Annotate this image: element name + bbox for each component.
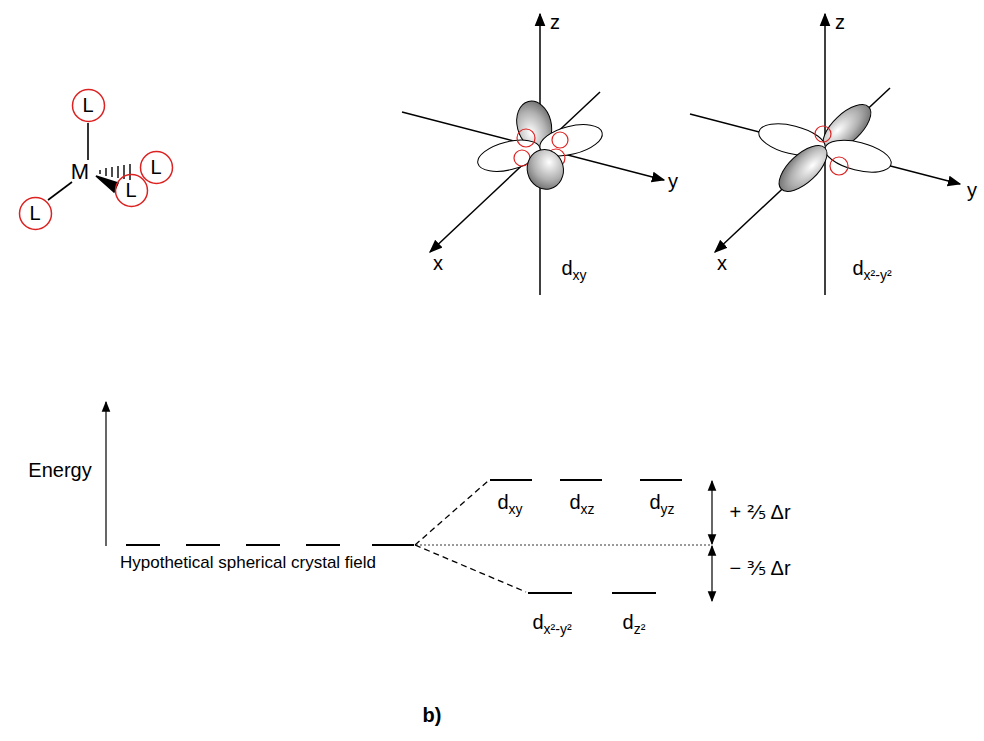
- ligand-circle: L: [71, 88, 106, 123]
- diagram-label: dz²: [623, 611, 646, 633]
- ligand-label: L: [18, 196, 53, 231]
- bond-line: [87, 123, 89, 160]
- diagram-label: + ⅖ Δr: [729, 501, 790, 523]
- axis-title: Energy: [28, 459, 91, 481]
- ligand-label: L: [114, 173, 149, 208]
- ligand-circle-outline: [72, 89, 104, 121]
- splitting-arrow: [711, 481, 712, 544]
- dxy-orbital: [402, 14, 664, 295]
- x-axis: [430, 92, 600, 252]
- ligand-circle-outline: [19, 197, 51, 229]
- diagram-label: z: [835, 11, 845, 33]
- drawn-line: [306, 544, 340, 546]
- shaded-lobe: [772, 138, 835, 199]
- ligand-position: [552, 132, 568, 148]
- drawn-line: [186, 544, 220, 546]
- diagram-label: dxy: [561, 257, 586, 279]
- energy-diagram: [106, 402, 712, 601]
- ligand-circle: L: [18, 196, 53, 231]
- diagram-label: dxy: [497, 491, 522, 513]
- drawn-line: [117, 166, 118, 178]
- diagram-label: dx²-y²: [532, 611, 571, 633]
- correlation-line: [415, 481, 488, 545]
- ligand-label: L: [71, 88, 106, 123]
- diagram-label: dyz: [649, 491, 674, 513]
- drawn-line: [123, 165, 124, 179]
- drawn-line: [490, 479, 532, 481]
- degenerate-levels: [126, 544, 414, 546]
- drawn-line: [612, 592, 656, 594]
- diagram-label: y: [668, 170, 678, 192]
- drawn-line: [99, 170, 100, 174]
- diagram-label: M: [71, 160, 89, 184]
- energy-axis: [105, 402, 106, 546]
- e-levels: [528, 592, 656, 594]
- ligand-position: [815, 126, 831, 142]
- drawn-line: [129, 164, 130, 180]
- hashed-wedge: [100, 164, 130, 180]
- correlation-line: [415, 545, 526, 592]
- diagram-label: x: [433, 252, 443, 274]
- ligand-position: [517, 129, 535, 147]
- white-lobe: [822, 134, 895, 178]
- bond-line: [48, 182, 72, 200]
- drawn-line: [640, 479, 682, 481]
- dx2-y2-orbital: [690, 14, 960, 295]
- drawn-line: [126, 544, 160, 546]
- diagram-label: z: [550, 11, 560, 33]
- drawn-line: [372, 544, 414, 546]
- tetrahedral-bonds: [48, 123, 130, 200]
- drawn-g: [475, 97, 606, 193]
- ligand-circle-outline: [140, 151, 172, 183]
- drawn-line: [111, 167, 112, 177]
- drawn-line: [105, 168, 106, 176]
- diagram-label: Hypothetical spherical crystal field: [120, 554, 376, 573]
- ligand-circle: L: [114, 173, 149, 208]
- diagram-label: y: [967, 179, 977, 201]
- diagram-label: x: [717, 252, 727, 274]
- drawn-line: [528, 592, 572, 594]
- ligand-circle-outline: [115, 174, 147, 206]
- barycenter-line: [416, 545, 712, 546]
- drawn-g: [756, 97, 895, 199]
- diagram-label: dx²-y²: [852, 257, 891, 279]
- splitting-arrow: [711, 546, 712, 601]
- ligand-position: [830, 157, 848, 175]
- panel-letter: b): [423, 704, 442, 726]
- t2-levels: [490, 479, 682, 481]
- drawn-line: [560, 479, 602, 481]
- shaded-lobe: [523, 146, 568, 194]
- drawn-line: [246, 544, 280, 546]
- diagram-label: dxz: [569, 491, 594, 513]
- diagram-label: − ⅗ Δr: [729, 557, 790, 579]
